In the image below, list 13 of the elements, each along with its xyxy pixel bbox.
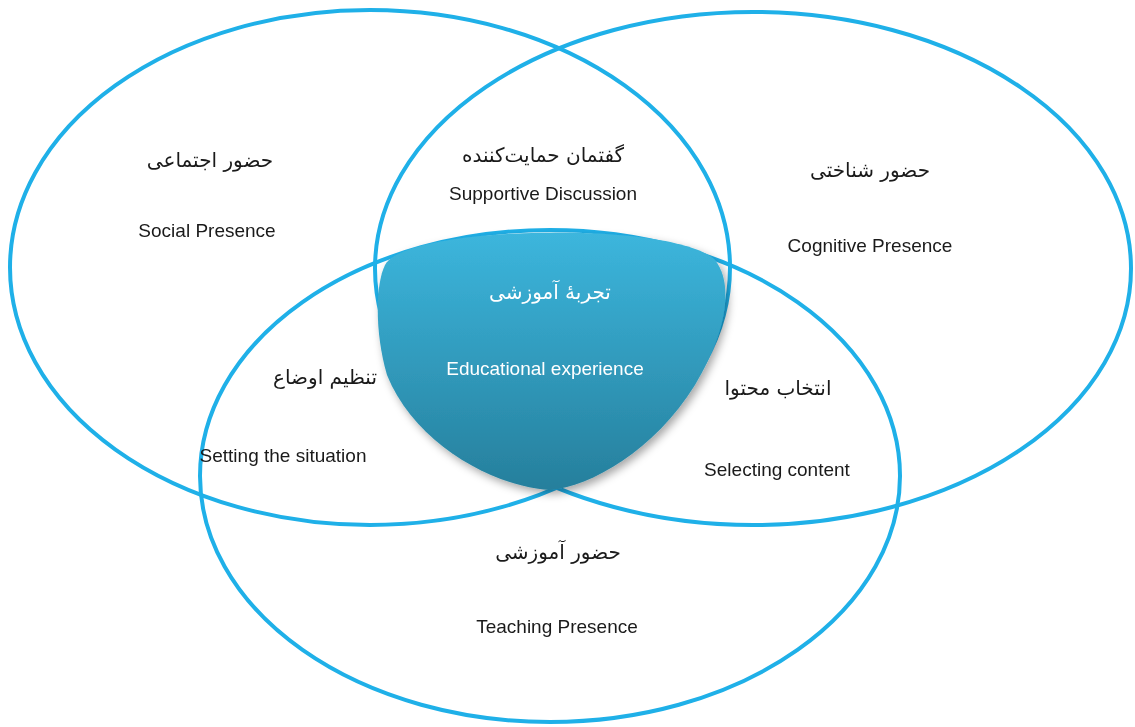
overlap-label: Selecting content bbox=[704, 458, 850, 482]
overlap-label: Supportive Discussion bbox=[449, 182, 637, 206]
circle-title: حضور اجتماعی bbox=[146, 147, 274, 173]
overlap-label: انتخاب محتوا bbox=[724, 375, 832, 401]
circle-title: حضور شناختی bbox=[810, 157, 930, 183]
circle-label: Cognitive Presence bbox=[787, 234, 953, 258]
circle-title: تجربهٔ آموزشی bbox=[489, 279, 611, 305]
circle-title: حضور آموزشی bbox=[495, 539, 621, 565]
circle-label: Social Presence bbox=[138, 219, 276, 243]
overlap-label: تنظیم اوضاع bbox=[273, 364, 377, 390]
overlap-label: گفتمان حمایت‌کننده bbox=[461, 142, 625, 168]
circle-label: Teaching Presence bbox=[476, 615, 638, 639]
circle-label: Educational experience bbox=[446, 357, 644, 381]
